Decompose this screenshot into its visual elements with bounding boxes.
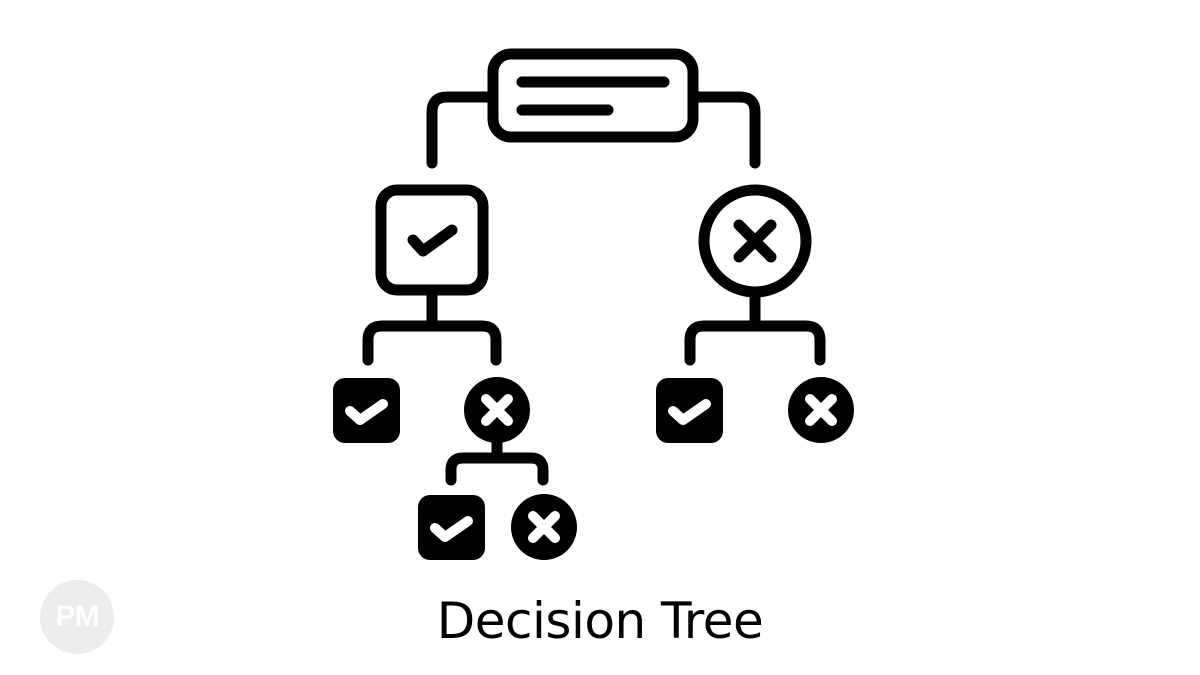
root-left-connector	[426, 91, 499, 169]
check-square-solid-icon	[333, 378, 400, 443]
x-circle-solid-icon	[788, 377, 854, 443]
check-square-solid-icon	[656, 378, 723, 443]
root-node-icon	[487, 48, 699, 143]
x-circle-solid-icon	[464, 377, 530, 443]
pm-logo-text: PM	[55, 600, 100, 633]
pm-logo: PM	[40, 580, 114, 654]
root-right-connector	[691, 91, 761, 169]
check-square-solid-icon	[418, 495, 485, 560]
x-circle-solid-icon	[511, 494, 577, 560]
page-title: Decision Tree	[436, 592, 764, 650]
